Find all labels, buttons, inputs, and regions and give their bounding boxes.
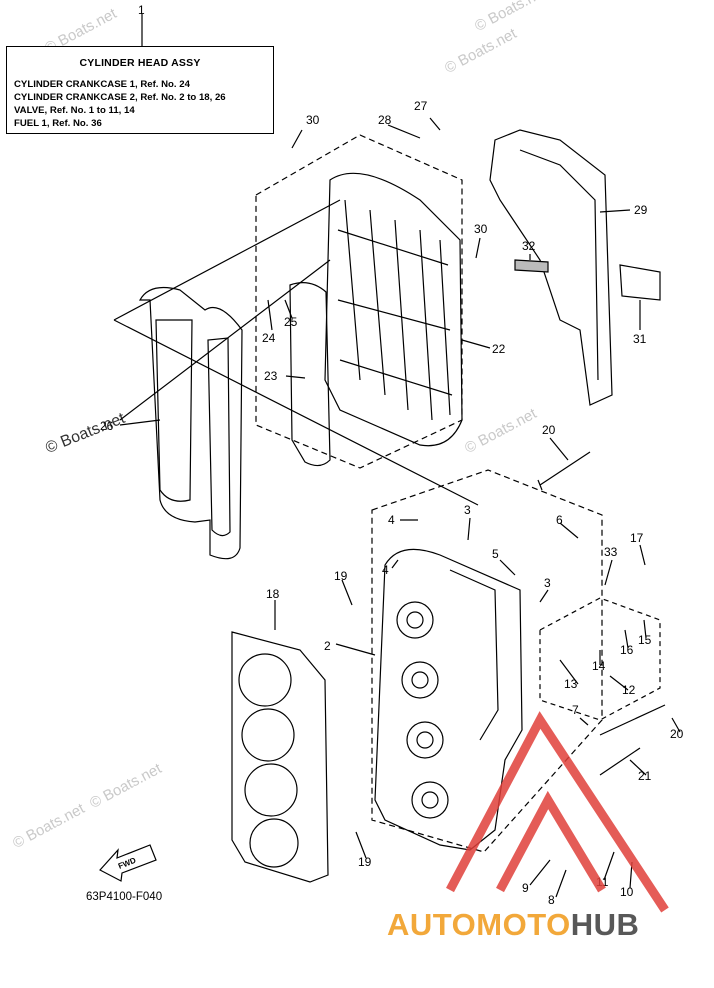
- reference-line-3: VALVE, Ref. No. 1 to 11, 14: [14, 105, 135, 116]
- label-32: [514, 259, 549, 273]
- callout-33: 33: [604, 545, 618, 559]
- fwd-arrow: [99, 844, 157, 882]
- callout-17: 17: [630, 531, 644, 545]
- callout-10: 10: [620, 885, 634, 899]
- callout-3-mid: 3: [544, 576, 551, 590]
- diagram-code: 63P4100-F040: [86, 891, 163, 903]
- callout-3-top: 3: [464, 503, 471, 517]
- cover-29: [489, 129, 613, 406]
- callout-27: 27: [414, 99, 428, 113]
- callout-15: 15: [638, 633, 652, 647]
- callout-19-top: 19: [334, 569, 348, 583]
- callout-14: 14: [592, 659, 606, 673]
- callout-23: 23: [264, 369, 278, 383]
- callout-22: 22: [492, 342, 506, 356]
- callout-19-bottom: 19: [358, 855, 372, 869]
- callout-12: 12: [622, 683, 636, 697]
- callout-13: 13: [564, 677, 578, 691]
- gasket-26: [138, 287, 243, 560]
- callout-4-top: 4: [388, 513, 395, 527]
- bolt-20-right: [599, 704, 666, 736]
- callout-4-mid: 4: [382, 563, 389, 577]
- callout-6: 6: [556, 513, 563, 527]
- callout-21: 21: [638, 769, 652, 783]
- callout-16: 16: [620, 643, 634, 657]
- callout-18: 18: [266, 587, 280, 601]
- subassembly-outline-12: [539, 597, 661, 721]
- gasket-23: [289, 282, 331, 467]
- callout-2: 2: [324, 639, 331, 653]
- reference-title: CYLINDER HEAD ASSY: [79, 57, 201, 69]
- brand-logo-mark: [446, 711, 669, 913]
- callout-30-top: 30: [306, 113, 320, 127]
- callout-32: 32: [522, 239, 536, 253]
- reference-box: CYLINDER HEAD ASSY CYLINDER CRANKCASE 1,…: [6, 46, 274, 134]
- callout-7: 7: [572, 703, 579, 717]
- callout-5: 5: [492, 547, 499, 561]
- callout-31: 31: [633, 332, 647, 346]
- label-31: [619, 264, 661, 301]
- brand-part-1: AUTOMOTO: [387, 907, 571, 942]
- bolt-20-top: [537, 451, 591, 491]
- reference-line-1: CYLINDER CRANKCASE 1, Ref. No. 24: [14, 79, 190, 90]
- head-gasket-18: [231, 631, 329, 883]
- callout-1: 1: [138, 3, 145, 17]
- callout-20-right: 20: [670, 727, 684, 741]
- exhaust-cover-22: [324, 172, 463, 447]
- reference-line-2: CYLINDER CRANKCASE 2, Ref. No. 2 to 18, …: [14, 92, 226, 103]
- callout-24: 24: [262, 331, 276, 345]
- callout-numbers: 1 30 28 27 29 30 32 31 25 24 22 23 26 20…: [100, 3, 684, 907]
- brand-part-2: HUB: [570, 907, 640, 942]
- assembly-outline-lower: [371, 469, 603, 853]
- cylinder-head-2: [374, 548, 523, 851]
- callout-30-mid: 30: [474, 222, 488, 236]
- callout-28: 28: [378, 113, 392, 127]
- bolt-21: [599, 747, 641, 776]
- reference-line-4: FUEL 1, Ref. No. 36: [14, 118, 102, 129]
- brand-wordmark: AUTOMOTOHUB: [387, 907, 639, 943]
- callout-8: 8: [548, 893, 555, 907]
- callout-29: 29: [634, 203, 648, 217]
- callout-25: 25: [284, 315, 298, 329]
- callout-20-top: 20: [542, 423, 556, 437]
- callout-9: 9: [522, 881, 529, 895]
- callout-26: 26: [100, 419, 114, 433]
